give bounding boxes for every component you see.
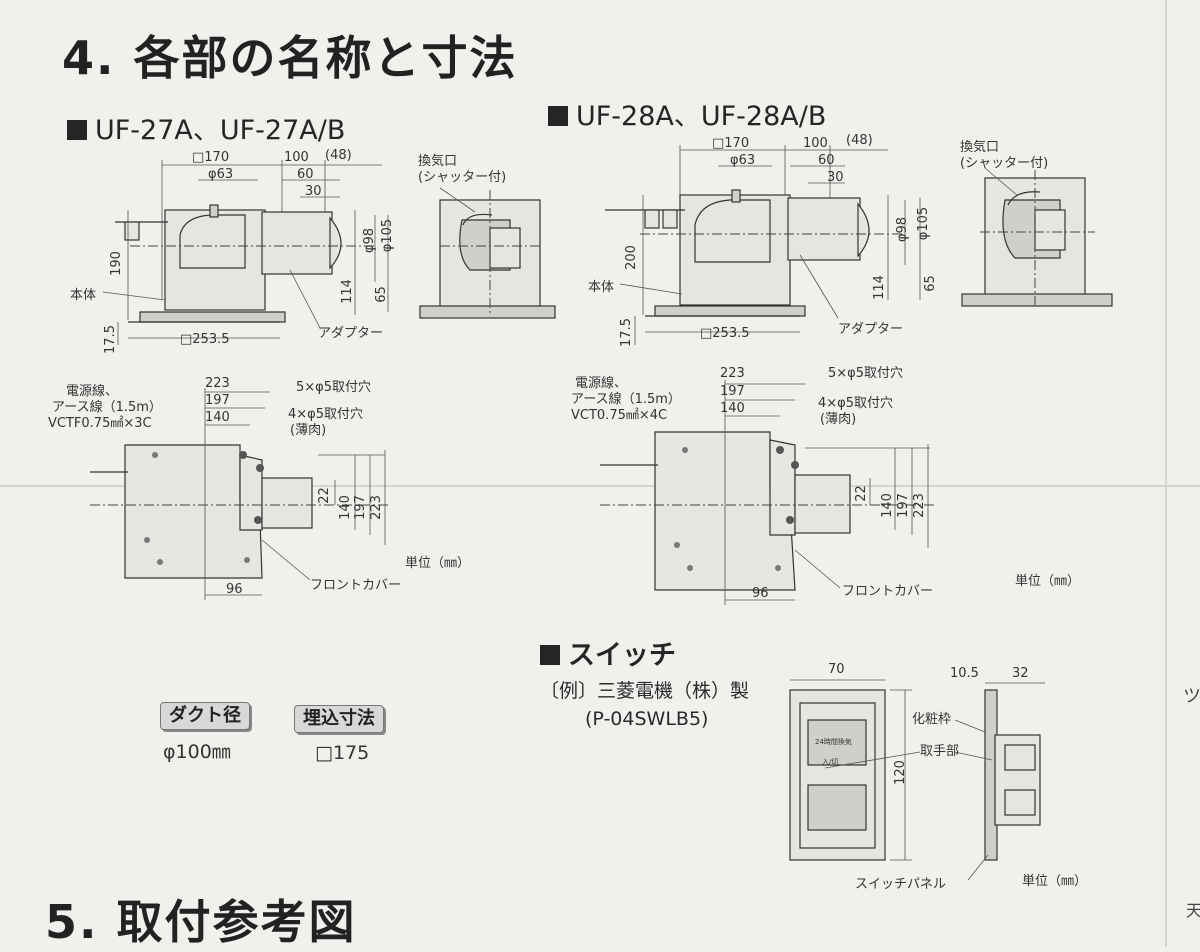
uf28-power-line-1: 電源線、 — [575, 376, 628, 391]
uf27-holes-4-line-2: (薄肉) — [290, 423, 327, 438]
uf28-heading: UF-28A、UF-28A/B — [548, 94, 826, 133]
switch-example: 〔例〕三菱電機（株）製 — [540, 680, 750, 702]
switch-unit: 単位（㎜） — [1022, 874, 1088, 889]
switch-label-panel: スイッチパネル — [855, 877, 947, 892]
uf28-front-cover: フロントカバー — [842, 584, 934, 599]
uf28-heading-text: UF-28A、UF-28A/B — [576, 101, 827, 132]
switch-panel-text-2: 入/切 — [822, 758, 839, 766]
uf28-vdim-223: 223 — [911, 493, 927, 518]
uf27-unit: 単位（㎜） — [405, 556, 471, 571]
uf27-power-line-1: 電源線、 — [66, 384, 119, 399]
uf27-heading: UF-27A、UF-27A/B — [67, 108, 345, 147]
uf27-dim-d98: φ98 — [362, 227, 378, 254]
switch-dim-105: 10.5 — [950, 666, 979, 681]
edge-char-2: 天 — [1186, 901, 1200, 920]
switch-heading: スイッチ — [540, 633, 676, 672]
paper-fold-vertical — [1165, 0, 1167, 947]
uf28-dim-w2535: □253.5 — [700, 326, 750, 341]
switch-panel-text-1: 24時間換気 — [815, 738, 852, 746]
uf28-dim-d105: φ105 — [916, 206, 932, 241]
switch-label-handle: 取手部 — [920, 744, 960, 759]
uf27-heading-text: UF-27A、UF-27A/B — [95, 115, 346, 146]
section-5-title: 5. 取付参考図 — [45, 895, 357, 949]
uf27-dim-96: 96 — [226, 582, 243, 597]
uf28-label-exhaust-1: 換気口 — [960, 140, 1000, 155]
embed-size-badge: 埋込寸法 — [294, 705, 384, 733]
embed-size-value: □175 — [315, 742, 370, 764]
uf27-dim-h114: 114 — [339, 279, 355, 304]
uf27-power-line-2: アース線（1.5m） — [52, 400, 162, 415]
uf28-dim-223: 223 — [720, 366, 745, 381]
uf28-dim-d98: φ98 — [895, 216, 911, 243]
uf27-dim-d30: 30 — [305, 184, 322, 199]
uf27-label-exhaust-1: 換気口 — [418, 154, 458, 169]
uf27-dim-w170: □170 — [192, 150, 230, 165]
uf28-power-line-3: VCT0.75㎟×4C — [571, 408, 668, 423]
switch-dim-70: 70 — [828, 662, 845, 677]
square-bullet-icon — [548, 106, 568, 126]
uf28-vdim-140: 140 — [879, 493, 895, 518]
uf28-unit: 単位（㎜） — [1015, 574, 1081, 589]
square-bullet-icon — [67, 120, 87, 140]
uf28-dim-h175: 17.5 — [618, 318, 634, 347]
square-bullet-icon — [540, 645, 560, 665]
duct-diameter-badge: ダクト径 — [160, 702, 250, 730]
switch-heading-text: スイッチ — [568, 640, 676, 671]
uf28-holes-4-line-1: 4×φ5取付穴 — [818, 396, 894, 411]
uf27-vdim-197: 197 — [352, 495, 368, 520]
uf28-holes-4-line-2: (薄肉) — [820, 412, 857, 427]
uf28-label-exhaust-2: (シャッター付) — [960, 156, 1049, 171]
uf27-power-line-3: VCTF0.75㎟×3C — [48, 416, 152, 431]
switch-label-frame: 化粧枠 — [912, 712, 952, 727]
paper-fold-horizontal — [0, 485, 1200, 487]
uf27-dim-h175: 17.5 — [102, 325, 118, 354]
switch-model: (P-04SWLB5) — [585, 708, 709, 730]
uf27-dim-h190: 190 — [108, 251, 124, 276]
uf28-dim-w170: □170 — [712, 136, 750, 151]
edge-char-1: ツ — [1183, 686, 1200, 707]
uf27-dim-140: 140 — [205, 410, 230, 425]
uf27-dim-223: 223 — [205, 376, 230, 391]
uf27-vdim-140: 140 — [337, 495, 353, 520]
uf27-label-exhaust-2: (シャッター付) — [418, 170, 507, 185]
uf27-dim-h65: 65 — [373, 286, 389, 303]
uf28-dim-d60: 60 — [818, 153, 835, 168]
uf28-dim-96: 96 — [752, 586, 769, 601]
uf28-vdim-197: 197 — [895, 493, 911, 518]
uf28-label-adapter: アダプター — [838, 322, 904, 337]
uf28-dim-h65: 65 — [922, 275, 938, 292]
switch-dim-32: 32 — [1012, 666, 1029, 681]
uf28-dim-140: 140 — [720, 401, 745, 416]
uf28-dim-197: 197 — [720, 384, 745, 399]
uf28-dim-d48: (48) — [846, 133, 873, 148]
uf27-holes-4-line-1: 4×φ5取付穴 — [288, 407, 364, 422]
uf28-dim-d30: 30 — [827, 170, 844, 185]
uf27-dim-d100: 100 — [284, 150, 309, 165]
uf28-power-line-2: アース線（1.5m） — [571, 392, 681, 407]
uf27-dim-d105: φ105 — [380, 218, 396, 253]
uf28-dim-d100: 100 — [803, 136, 828, 151]
uf27-holes-5: 5×φ5取付穴 — [296, 380, 372, 395]
uf27-dim-d48: (48) — [325, 148, 352, 163]
uf28-holes-5: 5×φ5取付穴 — [828, 366, 904, 381]
section-4-title: 4. 各部の名称と寸法 — [62, 31, 518, 85]
uf28-dim-h200: 200 — [623, 245, 639, 270]
uf27-dim-w2535: □253.5 — [180, 332, 230, 347]
uf28-vdim-22: 22 — [853, 485, 869, 502]
uf27-dim-d60: 60 — [297, 167, 314, 182]
uf27-vdim-223: 223 — [368, 495, 384, 520]
uf27-label-body: 本体 — [70, 288, 97, 303]
duct-diameter-value: φ100㎜ — [163, 741, 231, 763]
uf27-dim-197: 197 — [205, 393, 230, 408]
uf28-dim-h114: 114 — [871, 275, 887, 300]
uf28-label-body: 本体 — [588, 280, 615, 295]
switch-dim-120: 120 — [892, 760, 908, 785]
uf27-label-adapter: アダプター — [318, 326, 384, 341]
uf27-dim-d63: φ63 — [208, 167, 234, 182]
uf27-vdim-22: 22 — [316, 487, 332, 504]
uf27-front-cover: フロントカバー — [310, 578, 402, 593]
uf28-dim-d63: φ63 — [730, 153, 756, 168]
